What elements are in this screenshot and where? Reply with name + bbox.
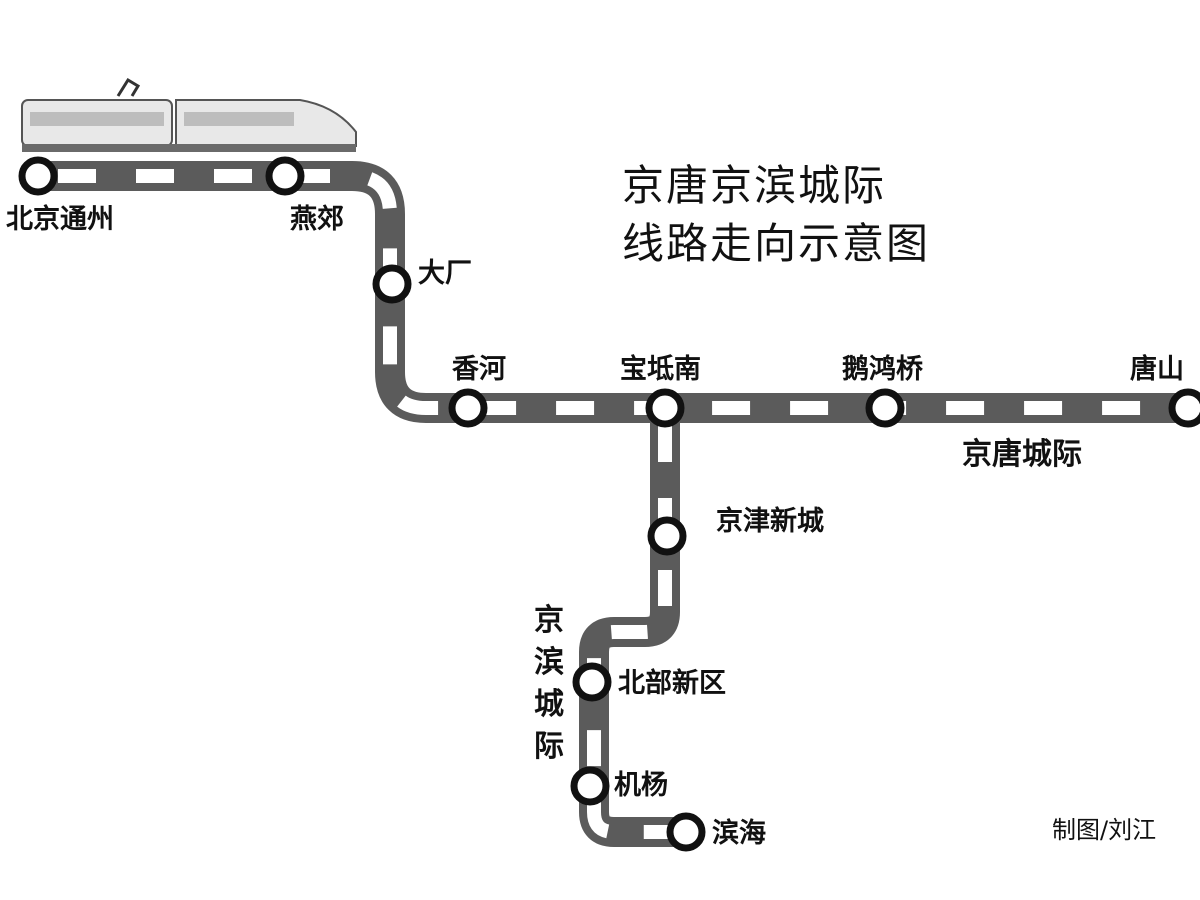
station-label-jichang: 机杨	[614, 770, 668, 801]
station-label-jingjin-xincheng: 京津新城	[716, 505, 824, 537]
station-label-chihong-qiao: 鹅鸿桥	[842, 354, 923, 385]
station-label-tangshan: 唐山	[1130, 353, 1184, 385]
line-label-jingbin: 京 滨 城 际	[534, 603, 564, 764]
map-title-line2: 线路走向示意图	[622, 219, 930, 268]
line-label-jingbin-char: 滨	[534, 645, 564, 680]
station-marker-dachang	[372, 264, 412, 304]
station-label-binhai: 滨海	[712, 817, 766, 849]
station-markers	[18, 156, 1200, 852]
map-credit: 制图/刘江	[1052, 816, 1156, 844]
line-label-jingbin-char: 京	[534, 603, 564, 638]
station-marker-yanjiao	[265, 156, 305, 196]
station-marker-xianghe	[448, 388, 488, 428]
track-network	[38, 161, 1192, 847]
station-marker-jingjin-xincheng	[647, 516, 687, 556]
station-label-xianghe: 香河	[452, 354, 506, 385]
station-marker-beijing-tongzhou	[18, 156, 58, 196]
map-title-line1: 京唐京滨城际	[622, 161, 886, 210]
track-jingtang-north	[38, 161, 1192, 423]
station-label-beijing-tongzhou: 北京通州	[6, 203, 114, 235]
station-marker-jichang	[570, 766, 610, 806]
station-labels: 北京通州 燕郊 大厂 香河 宝坻南 鹅鸿桥 唐山 京津新城 北部新区 机杨 滨海	[6, 203, 1184, 849]
station-label-yanjiao: 燕郊	[290, 204, 344, 235]
station-marker-tangshan	[1168, 388, 1200, 428]
line-label-jingbin-char: 际	[534, 729, 564, 764]
station-label-beibu-xinqu: 北部新区	[618, 667, 726, 699]
track-jingbin	[579, 408, 686, 847]
high-speed-train-icon	[21, 77, 357, 152]
station-label-dachang: 大厂	[418, 258, 472, 289]
station-marker-baodi-nan	[645, 388, 685, 428]
station-marker-chihong-qiao	[865, 388, 905, 428]
station-marker-beibu-xinqu	[572, 662, 612, 702]
line-label-jingtang: 京唐城际	[962, 437, 1082, 472]
station-marker-binhai	[666, 812, 706, 852]
station-label-baodi-nan: 宝坻南	[620, 353, 701, 385]
line-label-jingbin-char: 城	[534, 687, 564, 722]
